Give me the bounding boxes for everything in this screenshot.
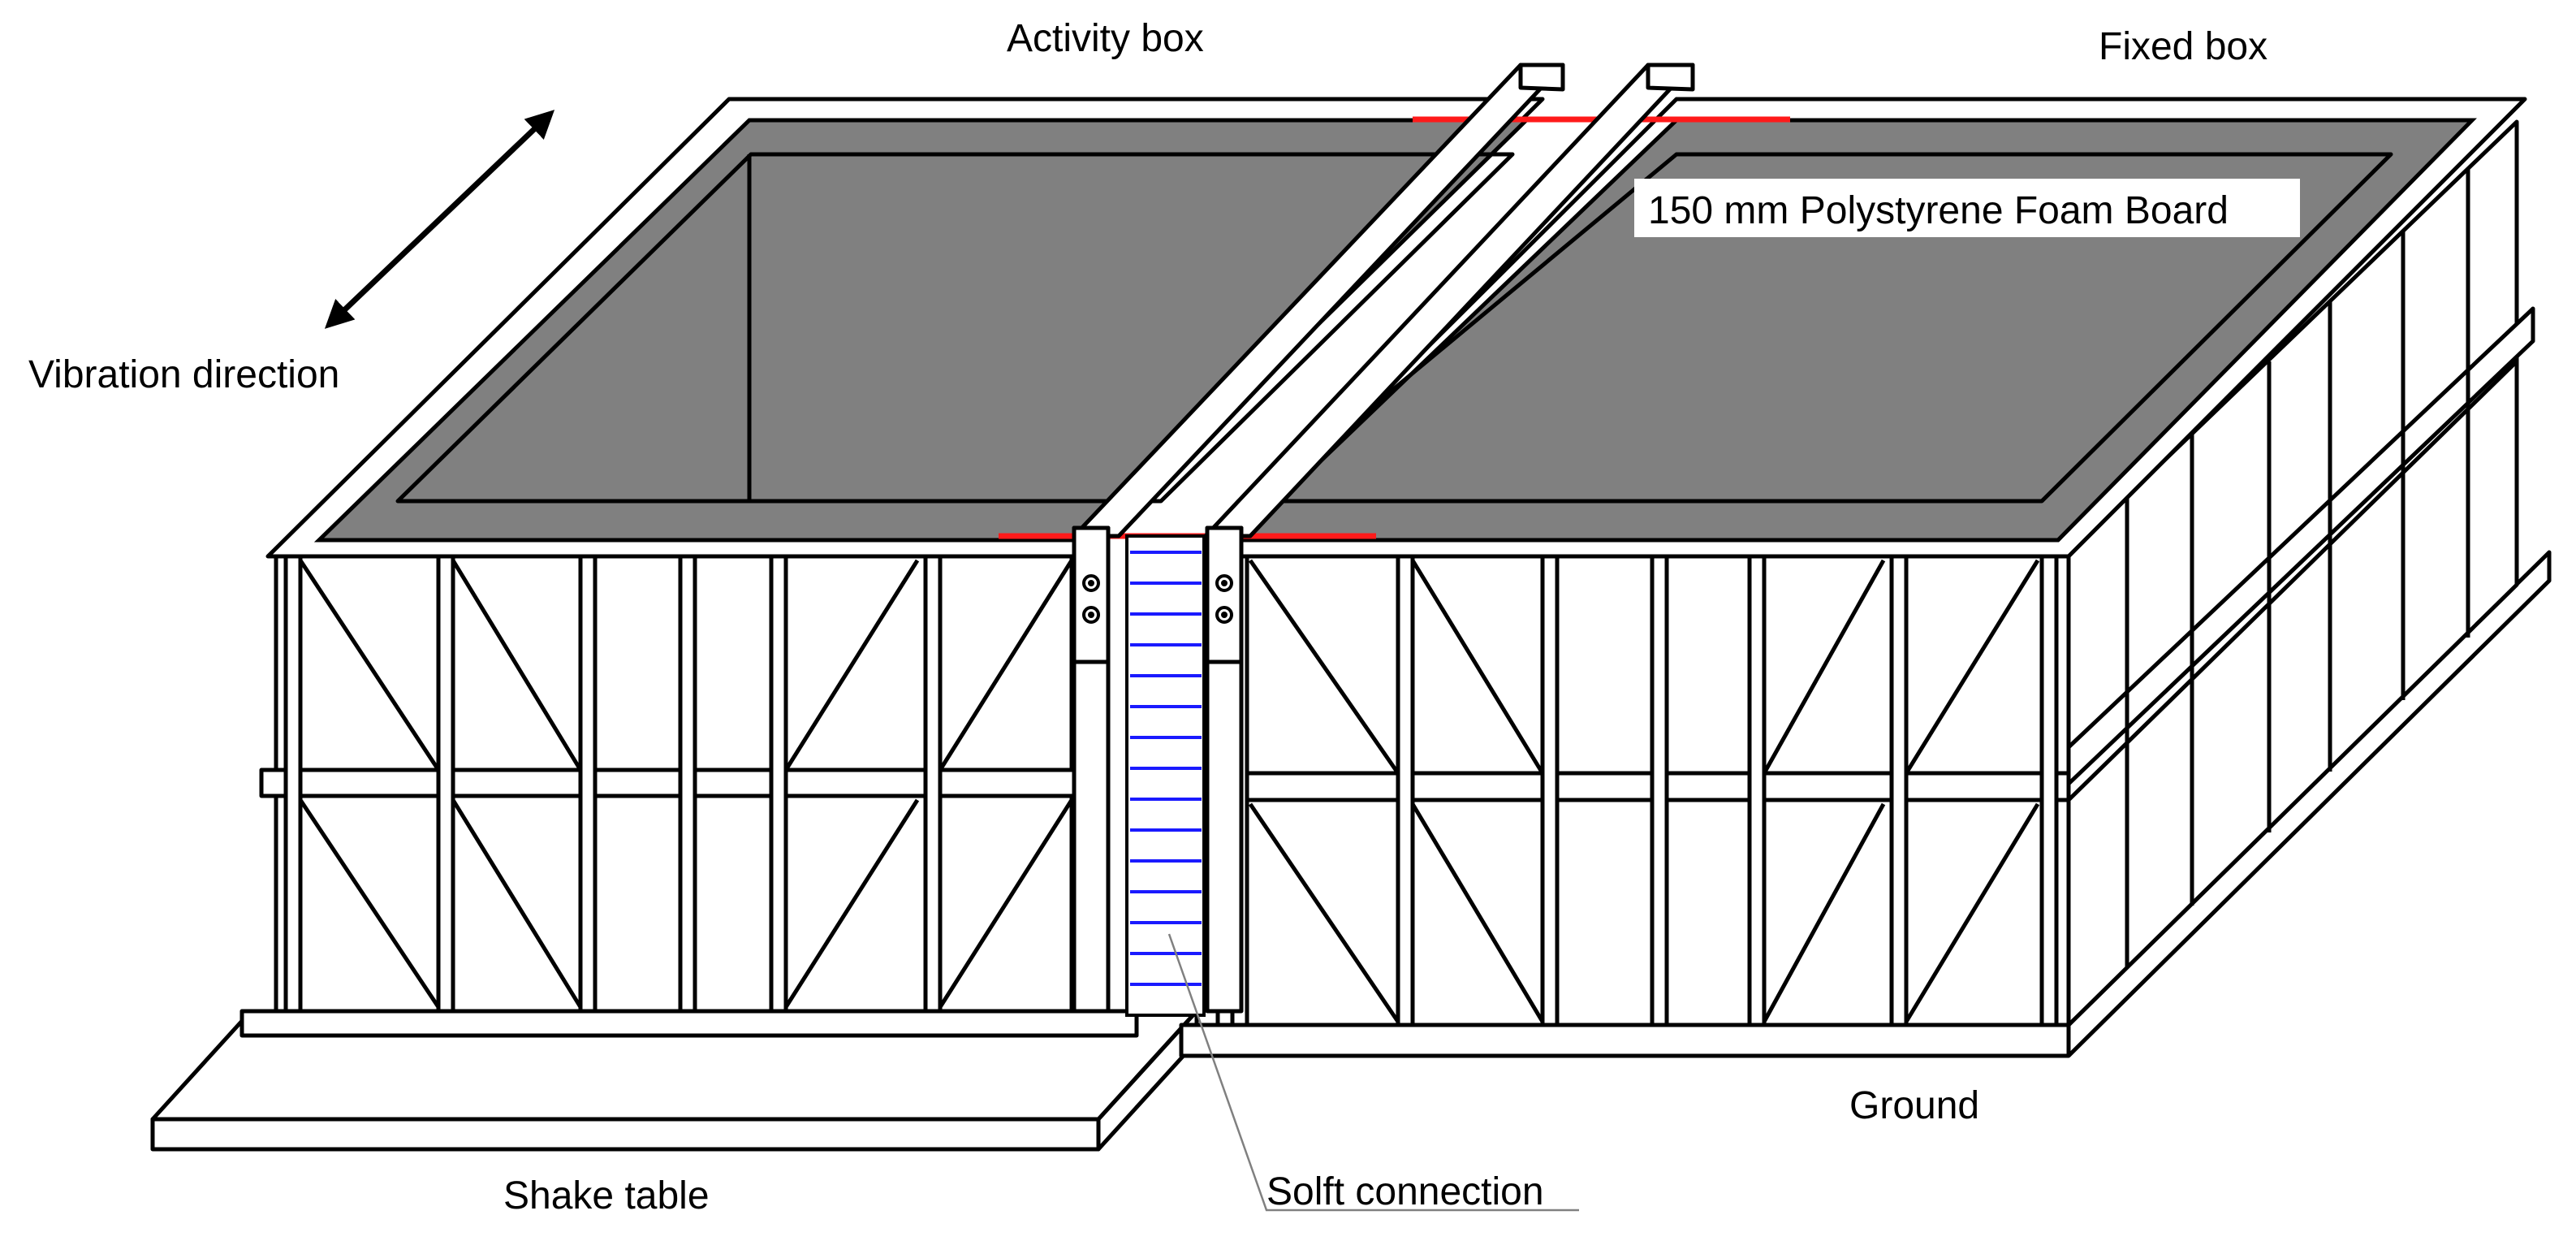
- connecting-beams: [1072, 63, 1695, 1014]
- foam-board-label-bg: [1634, 179, 2300, 237]
- foam-board-label: 150 mm Polystyrene Foam Board: [1648, 189, 2229, 232]
- activity-box-label: Activity box: [1007, 17, 1204, 60]
- activity-box-front-face: [239, 554, 1139, 1038]
- fixed-box-label: Fixed box: [2099, 25, 2267, 68]
- fixed-box-front-face: [1215, 554, 2071, 1027]
- soft-connection: [1125, 534, 1206, 1017]
- soft-connection-leader: [1167, 933, 1579, 1212]
- fixed-box-side-face: [2066, 119, 2535, 1027]
- shake-table-label: Shake table: [503, 1174, 710, 1217]
- double-headed-arrow-icon: [324, 110, 555, 329]
- bolt-icon: [1082, 574, 1233, 624]
- vibration-direction-label: Vibration direction: [28, 353, 339, 396]
- soft-connection-label: Solft connection: [1266, 1170, 1544, 1213]
- ground-label: Ground: [1849, 1084, 1979, 1127]
- activity-box-top: [265, 97, 1545, 559]
